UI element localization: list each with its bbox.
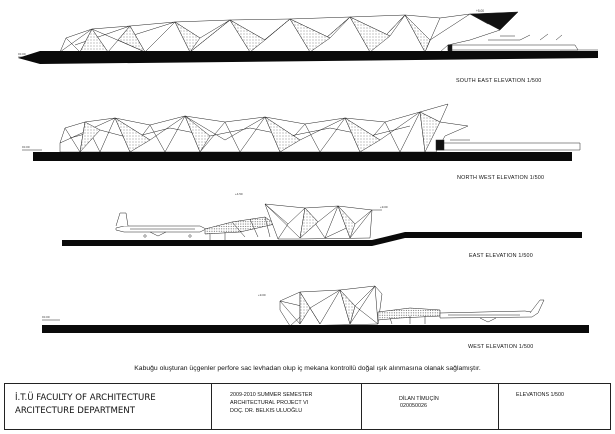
elevation-label-south-east: SOUTH EAST ELEVATION 1/500: [456, 78, 542, 84]
svg-text:+5.00: +5.00: [476, 9, 484, 13]
title-block-sheet-cell: ELEVATIONS 1/500: [499, 384, 610, 429]
elevation-label-north-west: NORTH WEST ELEVATION 1/500: [457, 175, 545, 181]
semester-text: 2009-2010 SUMMER SEMESTER: [230, 392, 313, 398]
sheet-title: ELEVATIONS 1/500: [516, 392, 565, 398]
svg-text:+9.00: +9.00: [380, 205, 388, 209]
north-west-elevation-drawing: ±0.00: [22, 103, 581, 153]
east-elevation-drawing: +9.00 +4.50: [115, 192, 388, 240]
north-west-ground-slab: [33, 152, 572, 161]
west-elevation-drawing: +9.00 ±0.00: [42, 285, 545, 327]
svg-text:+4.50: +4.50: [235, 192, 243, 196]
south-east-elevation-drawing: +5.00 ±0.00: [18, 9, 598, 58]
south-east-ground-slab: [18, 51, 598, 64]
title-block-faculty-cell: İ.T.Ü FACULTY OF ARCHITECTURE ARCITECTUR…: [5, 384, 212, 429]
west-ground-slab: [42, 325, 589, 333]
svg-text:+9.00: +9.00: [258, 293, 266, 297]
instructor-text: DOÇ. DR. BELKIS ULUOĞLU: [230, 408, 303, 414]
student-name: DİLAN TİMUÇİN: [399, 396, 439, 402]
elevation-label-west: WEST ELEVATION 1/500: [468, 344, 534, 350]
svg-text:±0.00: ±0.00: [22, 145, 30, 149]
svg-text:±0.00: ±0.00: [18, 52, 26, 56]
project-text: ARCHITECTURAL PROJECT VI: [230, 400, 309, 406]
elevation-label-east: EAST ELEVATION 1/500: [469, 253, 533, 259]
east-ground-slab: [62, 232, 582, 246]
faculty-name: İ.T.Ü FACULTY OF ARCHITECTURE: [15, 393, 156, 403]
title-block-student-cell: DİLAN TİMUÇİN 020050026: [362, 384, 499, 429]
svg-text:±0.00: ±0.00: [42, 315, 50, 319]
drawing-caption: Kabuğu oluşturan üçgenler perfore sac le…: [134, 365, 481, 372]
student-id: 020050026: [400, 403, 427, 409]
title-block: İ.T.Ü FACULTY OF ARCHITECTURE ARCITECTUR…: [4, 383, 611, 430]
title-block-course-cell: 2009-2010 SUMMER SEMESTER ARCHITECTURAL …: [212, 384, 362, 429]
department-name: ARCITECTURE DEPARTMENT: [15, 406, 135, 416]
